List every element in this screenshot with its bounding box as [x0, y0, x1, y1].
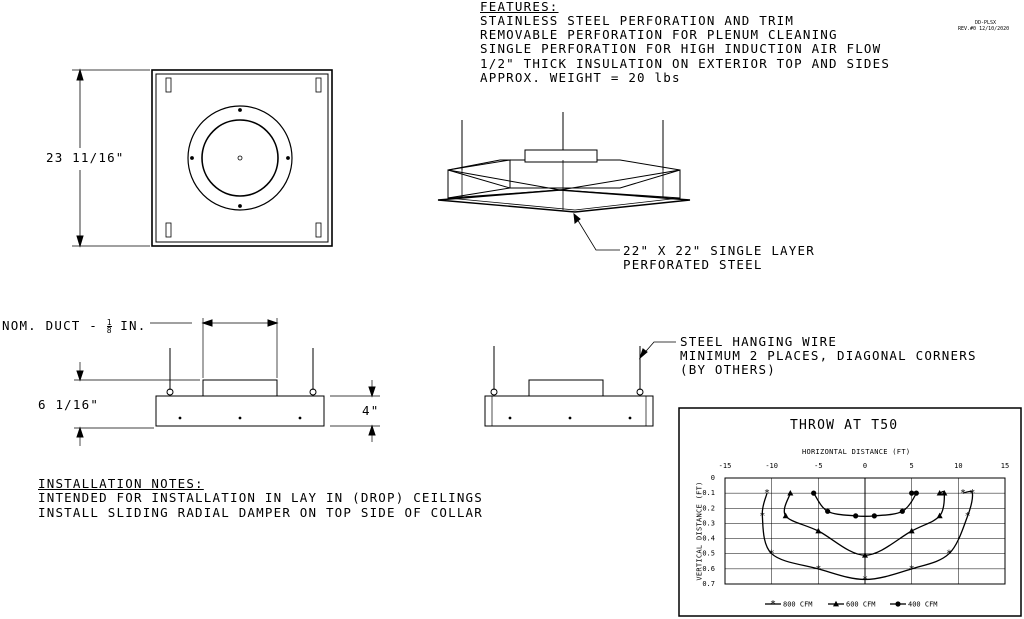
- height-dimension: 6 1/16": [38, 397, 100, 412]
- x-tick-label: 0: [863, 462, 867, 470]
- data-point: *: [961, 488, 966, 499]
- duct-numerator: 1: [106, 318, 112, 327]
- installation-heading: INSTALLATION NOTES:: [38, 476, 204, 491]
- data-point: [913, 490, 919, 496]
- data-point: [853, 513, 859, 519]
- overall-dimension: 23 11/16": [46, 150, 125, 165]
- data-point: [909, 490, 915, 496]
- data-point: [936, 512, 943, 519]
- x-tick-label: 5: [910, 462, 914, 470]
- legend-entry: * 800 CFM: [765, 599, 813, 610]
- chart-ylabel: VERTICAL DISTANCE (FT): [695, 481, 704, 581]
- rev-date: REV.#0 12/10/2020: [958, 26, 1010, 32]
- y-tick-label: 0.7: [702, 580, 715, 588]
- series-line: [761, 490, 974, 581]
- data-point: [908, 527, 915, 534]
- depth-dimension: 4": [362, 403, 380, 418]
- wire-callout: (BY OTHERS): [680, 362, 776, 377]
- isometric-view: [437, 112, 691, 251]
- duct-suffix: IN.: [111, 318, 147, 333]
- top-view-plan: [72, 68, 333, 248]
- data-point: [899, 508, 905, 514]
- wire-callout: STEEL HANGING WIRE: [680, 334, 838, 349]
- chart-xlabel: HORIZONTAL DISTANCE (FT): [802, 448, 911, 456]
- chart-title: THROW AT T50: [790, 418, 899, 433]
- chart-grid: 0 0.1 0.2 0.3 0.4 0.5 0.6 0.7 -15 -10 -5 0 5 10 15: [702, 462, 1009, 588]
- side-elevation: [74, 318, 380, 446]
- series-star: * * * * * * * * * *: [760, 488, 975, 585]
- data-point: *: [765, 488, 770, 499]
- data-point: [862, 552, 868, 558]
- legend-entry: 400 CFM: [890, 601, 938, 609]
- duct-denominator: 8: [106, 326, 112, 335]
- legend-label: 400 CFM: [908, 601, 938, 609]
- data-point: *: [909, 564, 914, 575]
- perforation-callout: PERFORATED STEEL: [623, 257, 763, 272]
- data-point: [825, 508, 831, 514]
- data-point: [811, 490, 817, 496]
- chart-series-group: * * * * * * * * * *: [760, 488, 975, 585]
- data-point: *: [816, 564, 821, 575]
- legend-label: 600 CFM: [846, 601, 876, 609]
- data-point: [871, 513, 877, 519]
- data-point: [941, 489, 948, 496]
- x-tick-label: -5: [814, 462, 822, 470]
- y-tick-label: 0: [711, 474, 715, 482]
- feature-line: REMOVABLE PERFORATION FOR PLENUM CLEANIN…: [480, 27, 838, 42]
- series-circle: [811, 490, 919, 519]
- data-point: *: [947, 549, 952, 560]
- data-point: [815, 527, 822, 534]
- feature-line: SINGLE PERFORATION FOR HIGH INDUCTION AI…: [480, 41, 882, 56]
- chart-legend: * 800 CFM 600 CFM 400 CFM: [765, 599, 938, 610]
- data-point: [936, 489, 943, 496]
- data-point: *: [970, 488, 975, 499]
- x-tick-label: 10: [954, 462, 962, 470]
- legend-label: 800 CFM: [783, 601, 813, 609]
- x-tick-label: -10: [765, 462, 778, 470]
- data-point: *: [863, 574, 868, 585]
- y-tick-label: 0.5: [702, 550, 715, 558]
- y-tick-label: 0.1: [702, 489, 715, 497]
- y-tick-label: 0.2: [702, 504, 715, 512]
- data-point: [787, 489, 794, 496]
- data-point: *: [771, 599, 776, 610]
- features-heading: FEATURES:: [480, 0, 559, 14]
- data-point: *: [769, 549, 774, 560]
- chart-frame: [678, 407, 1022, 617]
- series-triangle: [782, 489, 948, 558]
- front-elevation: [484, 341, 676, 427]
- x-tick-label: -15: [719, 462, 732, 470]
- x-tick-label: 15: [1001, 462, 1009, 470]
- wire-callout: MINIMUM 2 PLACES, DIAGONAL CORNERS: [680, 348, 977, 363]
- legend-entry: 600 CFM: [828, 601, 876, 609]
- installation-line: INSTALL SLIDING RADIAL DAMPER ON TOP SID…: [38, 505, 484, 520]
- feature-line: 1/2" THICK INSULATION ON EXTERIOR TOP AN…: [480, 56, 891, 71]
- y-tick-label: 0.4: [702, 535, 715, 543]
- data-point: *: [760, 511, 765, 522]
- installation-line: INTENDED FOR INSTALLATION IN LAY IN (DRO…: [38, 490, 484, 505]
- data-point: [895, 601, 901, 607]
- y-tick-label: 0.6: [702, 565, 715, 573]
- data-point: [833, 600, 839, 607]
- rev-code: DD-PLSX: [975, 20, 997, 26]
- data-point: *: [965, 511, 970, 522]
- feature-line: STAINLESS STEEL PERFORATION AND TRIM: [480, 13, 795, 28]
- perforation-callout: 22" X 22" SINGLE LAYER: [623, 243, 815, 258]
- duct-prefix: NOM. DUCT -: [2, 318, 107, 333]
- feature-line: APPROX. WEIGHT = 20 lbs: [480, 70, 681, 85]
- y-tick-label: 0.3: [702, 519, 715, 527]
- data-point: [782, 512, 789, 519]
